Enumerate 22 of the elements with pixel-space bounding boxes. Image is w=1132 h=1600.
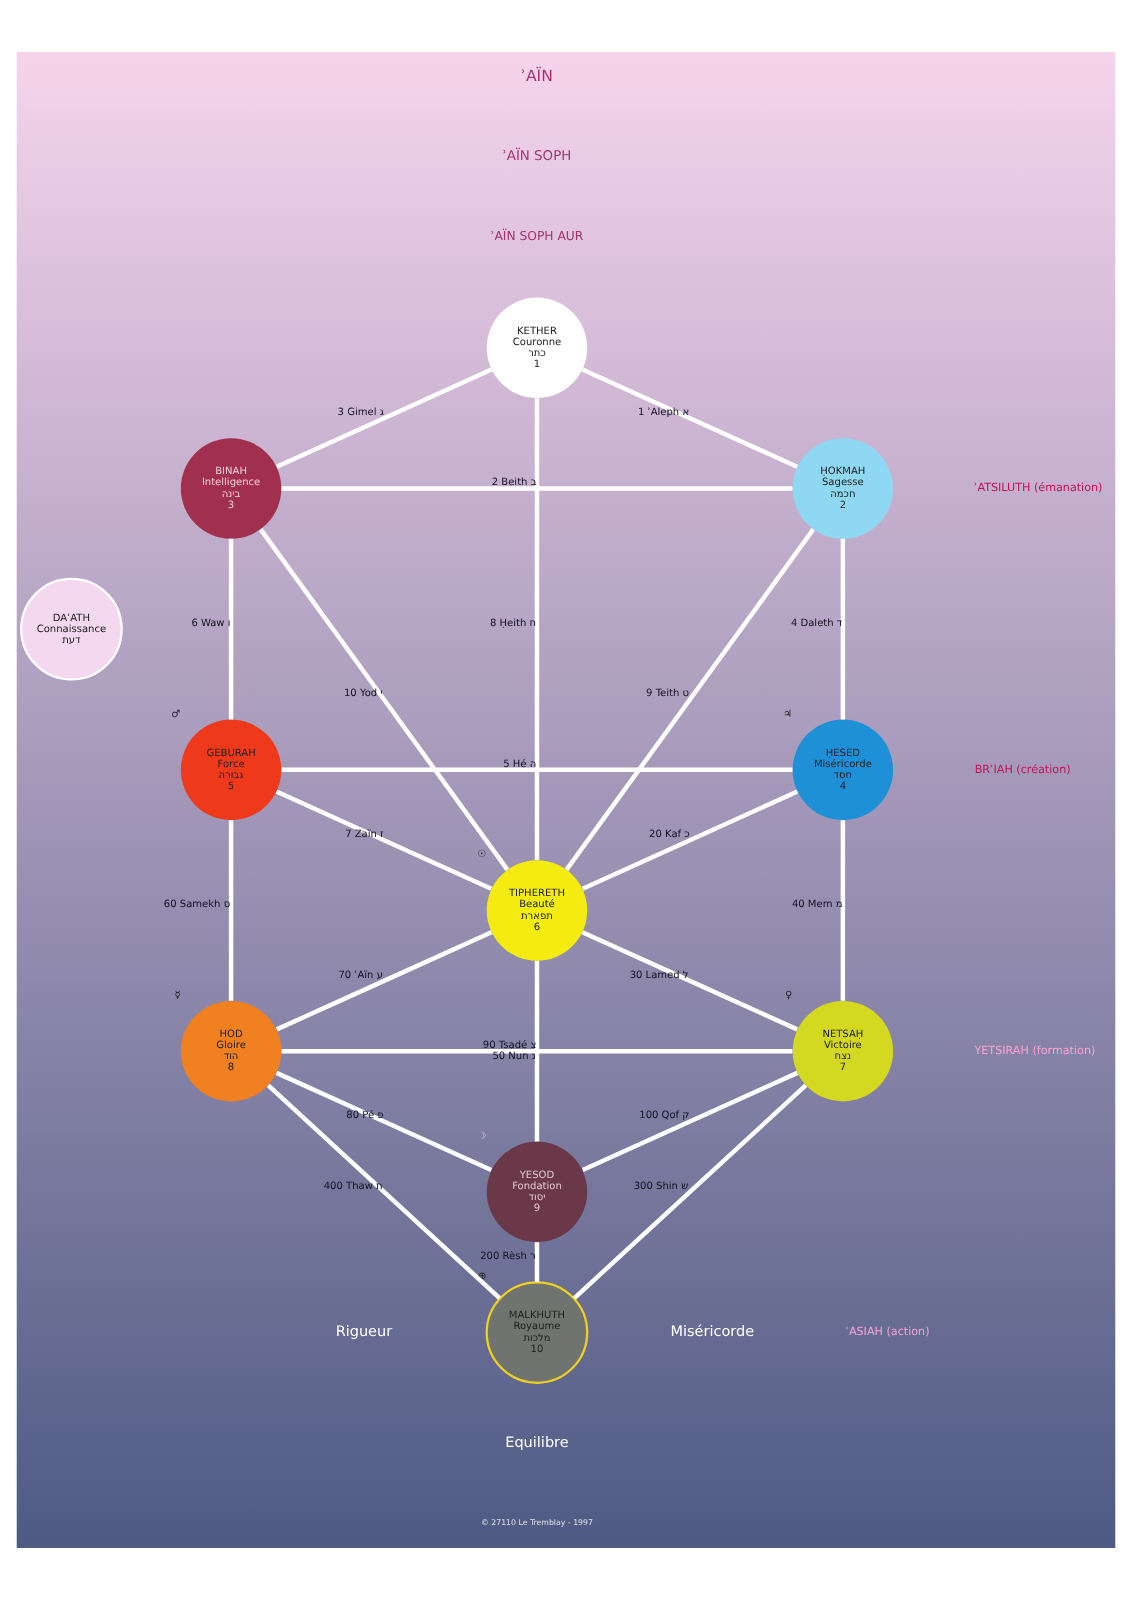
connector [534,960,540,1142]
connector [534,1242,540,1282]
connector [228,820,234,1001]
connector [534,398,540,860]
connector [281,1048,793,1054]
connector [275,930,493,1032]
connector [581,1070,799,1173]
connector [581,367,799,469]
connector [572,1083,808,1300]
connector [275,367,493,469]
connector [581,930,799,1032]
connector [275,1070,493,1173]
connector [281,486,793,491]
connector [581,789,799,891]
connector [281,767,793,773]
connector [258,528,510,871]
connector [275,789,493,891]
connector [840,538,846,720]
connector [840,820,846,1001]
connector [266,1083,502,1300]
connector [564,528,816,871]
connector [228,538,234,720]
